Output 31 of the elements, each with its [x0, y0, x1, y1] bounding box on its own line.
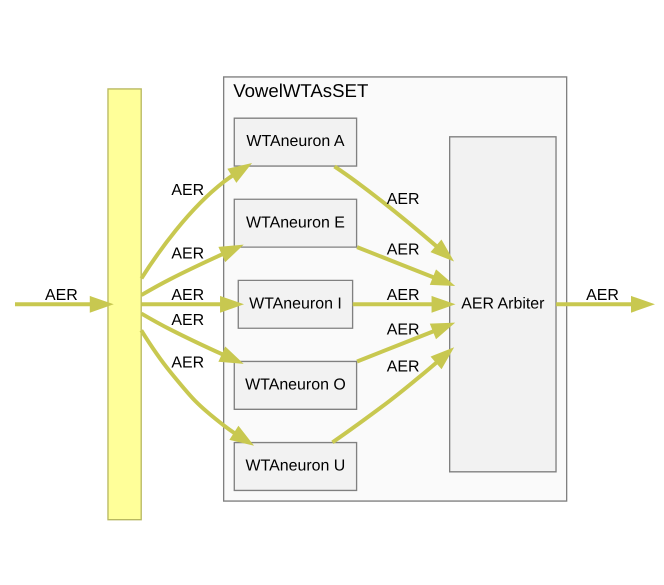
arrow [556, 295, 655, 312]
arrow [140, 328, 254, 446]
edge-label: AER [171, 286, 204, 304]
arrow [356, 322, 456, 363]
edge-label: AER [171, 245, 204, 262]
edge-label: AER [171, 312, 204, 329]
edge-label: AER [386, 286, 420, 304]
arrow [140, 244, 244, 296]
node-box: WTAneuron U [234, 441, 358, 491]
arrow [356, 244, 456, 286]
arrow [352, 295, 456, 312]
node-box: WTAneuron E [234, 198, 358, 248]
arrow [331, 346, 454, 444]
edge-label: AER [386, 358, 420, 376]
arrow [140, 162, 252, 279]
edge-label: AER [386, 320, 420, 338]
edge-label: AER [586, 286, 619, 304]
arrow [140, 311, 244, 364]
node-box: WTAneuron O [234, 360, 358, 410]
node-box: WTAneuron A [234, 117, 358, 166]
edge-label: AER [45, 286, 78, 304]
node-bar [107, 88, 142, 520]
node-box: WTAneuron I [238, 279, 354, 328]
arrow [141, 295, 244, 312]
arrow [333, 164, 454, 261]
edge-label: AER [171, 354, 204, 372]
edge-label: AER [171, 181, 204, 198]
edge-label: AER [386, 190, 420, 208]
arrow [15, 295, 114, 312]
edge-label: AER [386, 241, 420, 258]
node-box: AER Arbiter [449, 136, 557, 472]
